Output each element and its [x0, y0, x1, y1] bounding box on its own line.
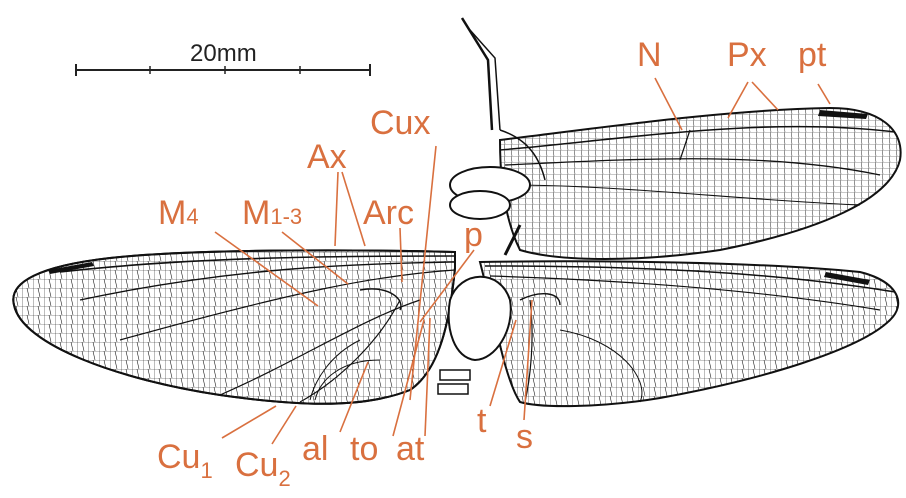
- label-Cu2-main: Cu: [235, 446, 278, 484]
- right-hindwing: [480, 261, 898, 406]
- label-al: al: [302, 432, 328, 466]
- left-wing: [13, 250, 455, 403]
- label-Cu2: Cu2: [235, 448, 291, 482]
- label-M1-3-sub: 1-3: [270, 204, 302, 229]
- label-t: t: [477, 404, 486, 438]
- label-Ax: Ax: [307, 140, 347, 174]
- label-M4-sub: 4: [186, 204, 198, 229]
- label-to: to: [350, 432, 378, 466]
- label-Cux: Cux: [370, 106, 430, 140]
- label-Cu2-sub: 2: [278, 466, 290, 491]
- label-M4: M4: [158, 196, 199, 230]
- label-Px: Px: [727, 38, 767, 72]
- label-M1-3: M1-3: [242, 196, 302, 230]
- scale-bar-label: 20mm: [190, 40, 257, 68]
- label-at: at: [396, 432, 424, 466]
- label-M1-3-main: M: [242, 194, 270, 232]
- label-M4-main: M: [158, 194, 186, 232]
- label-p: p: [464, 218, 483, 252]
- label-Cu1: Cu1: [157, 440, 213, 474]
- label-pt: pt: [798, 38, 826, 72]
- label-Arc: Arc: [363, 196, 414, 230]
- label-N: N: [637, 38, 662, 72]
- right-forewing: [500, 108, 901, 259]
- label-Cu1-main: Cu: [157, 438, 200, 476]
- label-s: s: [516, 420, 533, 454]
- label-Cu1-sub: 1: [200, 458, 212, 483]
